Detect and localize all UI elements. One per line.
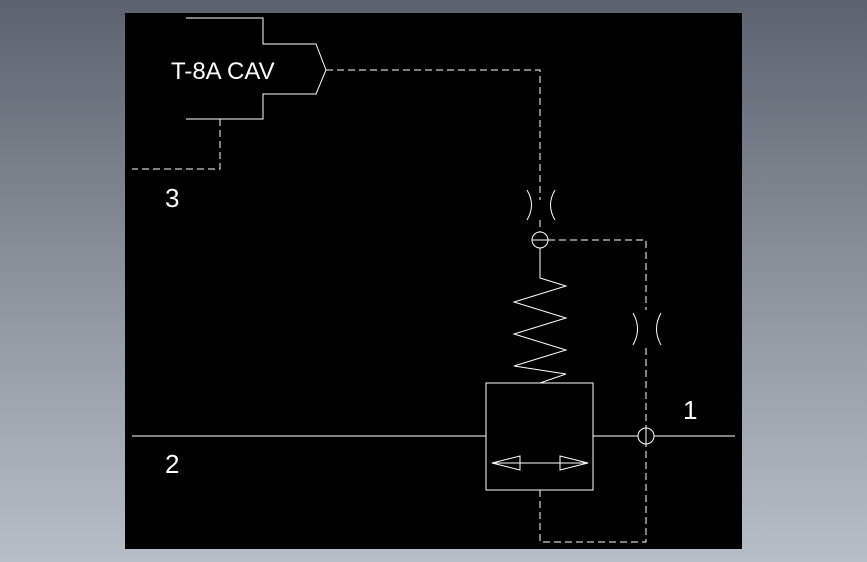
orifice-right-icon xyxy=(632,312,662,346)
port-2-label: 2 xyxy=(165,449,179,479)
hydraulic-schematic: T-8A CAV 3 2 1 xyxy=(132,17,735,543)
cartridge-label: T-8A CAV xyxy=(171,58,275,85)
spring-icon xyxy=(512,248,568,384)
port-1-label: 1 xyxy=(683,395,697,425)
port-3-label: 3 xyxy=(165,183,179,213)
valve-body xyxy=(485,382,594,491)
pilot-line-port-3 xyxy=(132,119,221,170)
drain-line-bottom xyxy=(539,444,647,543)
pilot-line-top xyxy=(326,69,541,200)
flow-arrow-left-icon xyxy=(491,455,521,471)
pilot-line-right xyxy=(548,239,647,310)
schematic-canvas: T-8A CAV 3 2 1 xyxy=(125,13,742,549)
orifice-top-icon xyxy=(526,189,556,221)
flow-arrow-right-icon xyxy=(559,455,589,471)
